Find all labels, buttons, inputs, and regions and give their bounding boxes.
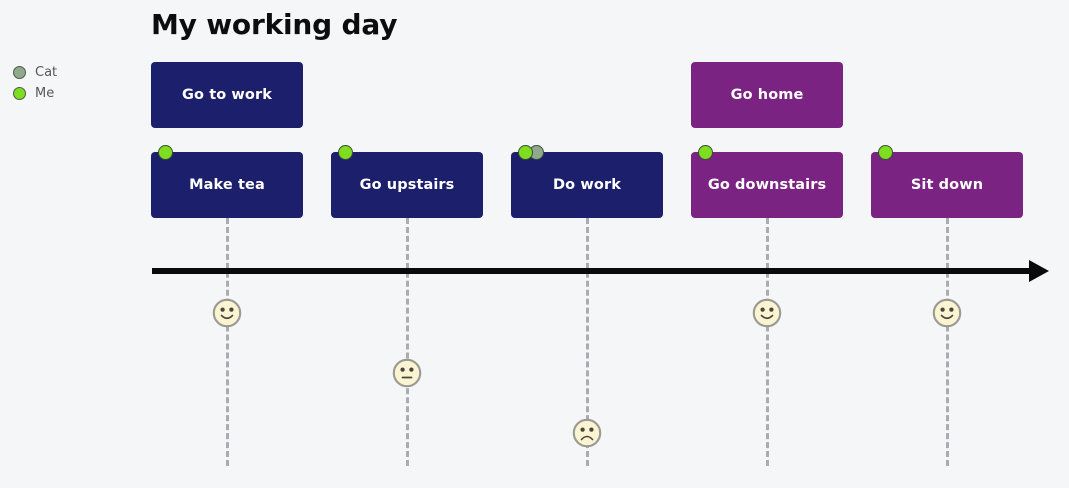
connector-line-make-tea <box>226 218 229 466</box>
task-box-sit-down[interactable]: Sit down <box>871 152 1023 218</box>
mood-face-neutral-icon <box>392 358 422 388</box>
task-box-go-upstairs[interactable]: Go upstairs <box>331 152 483 218</box>
mood-face-sad-icon <box>572 418 602 448</box>
task-box-make-tea[interactable]: Make tea <box>151 152 303 218</box>
task-box-do-work[interactable]: Do work <box>511 152 663 218</box>
task-box-label: Make tea <box>189 177 265 193</box>
mood-face-happy-icon <box>752 298 782 328</box>
legend: Cat Me <box>13 64 57 102</box>
task-box-go-to-work[interactable]: Go to work <box>151 62 303 128</box>
task-box-go-downstairs[interactable]: Go downstairs <box>691 152 843 218</box>
task-box-label: Go upstairs <box>359 177 455 193</box>
connector-line-sit-down <box>946 218 949 466</box>
connector-line-do-work <box>586 218 589 466</box>
legend-label-cat: Cat <box>35 65 58 80</box>
legend-swatch-cat-icon <box>13 66 26 79</box>
task-box-label: Go home <box>730 87 804 103</box>
task-box-label: Sit down <box>910 177 984 193</box>
task-box-label: Go to work <box>181 87 272 103</box>
timeline-axis <box>152 268 1029 274</box>
page-title: My working day <box>151 8 398 41</box>
connector-line-go-upstairs <box>406 218 409 466</box>
task-box-label: Do work <box>553 177 621 193</box>
actor-dot-me-icon[interactable] <box>878 145 893 160</box>
timeline-arrow-icon <box>1029 260 1049 282</box>
mood-face-happy-icon <box>212 298 242 328</box>
legend-item-me[interactable]: Me <box>13 85 57 102</box>
connector-line-go-downstairs <box>766 218 769 466</box>
actor-dot-me-icon[interactable] <box>158 145 173 160</box>
task-box-label: Go downstairs <box>707 177 827 193</box>
actor-dot-me-icon[interactable] <box>698 145 713 160</box>
legend-swatch-me-icon <box>13 87 26 100</box>
task-box-go-home[interactable]: Go home <box>691 62 843 128</box>
legend-item-cat[interactable]: Cat <box>13 64 57 81</box>
mood-face-happy-icon <box>932 298 962 328</box>
legend-label-me: Me <box>35 86 55 101</box>
actor-dot-me-icon[interactable] <box>338 145 353 160</box>
actor-dot-me-icon[interactable] <box>518 145 533 160</box>
